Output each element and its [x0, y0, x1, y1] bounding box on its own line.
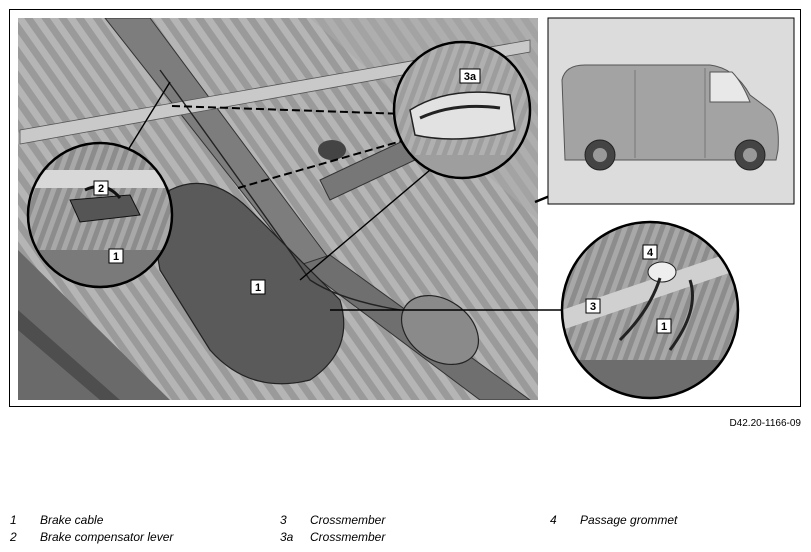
- legend-number: 4: [550, 513, 557, 527]
- svg-text:1: 1: [113, 251, 119, 263]
- svg-text:3a: 3a: [464, 71, 477, 83]
- svg-text:2: 2: [98, 183, 104, 195]
- legend-number: 3: [280, 513, 287, 527]
- svg-text:4: 4: [647, 247, 654, 259]
- legend-number: 1: [10, 513, 17, 527]
- legend-text: Brake cable: [40, 513, 104, 527]
- callout-1-left: 1: [108, 248, 124, 264]
- figure-id: D42.20-1166-09: [729, 418, 801, 429]
- callout-3: 3: [585, 298, 601, 314]
- callout-1-main: 1: [250, 279, 266, 295]
- svg-text:3: 3: [590, 301, 596, 313]
- legend-text: Crossmember: [310, 513, 386, 527]
- callout-1-right: 1: [656, 318, 672, 334]
- underbody-illustration: 1 1 2 3a 3 4 1: [18, 17, 795, 400]
- svg-text:1: 1: [255, 282, 261, 294]
- zoom-crossmember-3a: [392, 40, 532, 180]
- callout-2: 2: [93, 180, 109, 196]
- svg-text:1: 1: [661, 321, 667, 333]
- callout-4: 4: [642, 244, 658, 260]
- legend-number: 3a: [280, 530, 294, 544]
- legend-text: Passage grommet: [580, 513, 678, 527]
- legend-text: Brake compensator lever: [40, 530, 174, 544]
- legend-text: Crossmember: [310, 530, 386, 544]
- callout-3a: 3a: [459, 68, 481, 84]
- illustration-frame: 1 1 2 3a 3 4 1: [9, 9, 801, 407]
- zoom-brake-compensator: [26, 141, 174, 289]
- van-inset: [547, 17, 795, 205]
- legend-number: 2: [10, 530, 17, 544]
